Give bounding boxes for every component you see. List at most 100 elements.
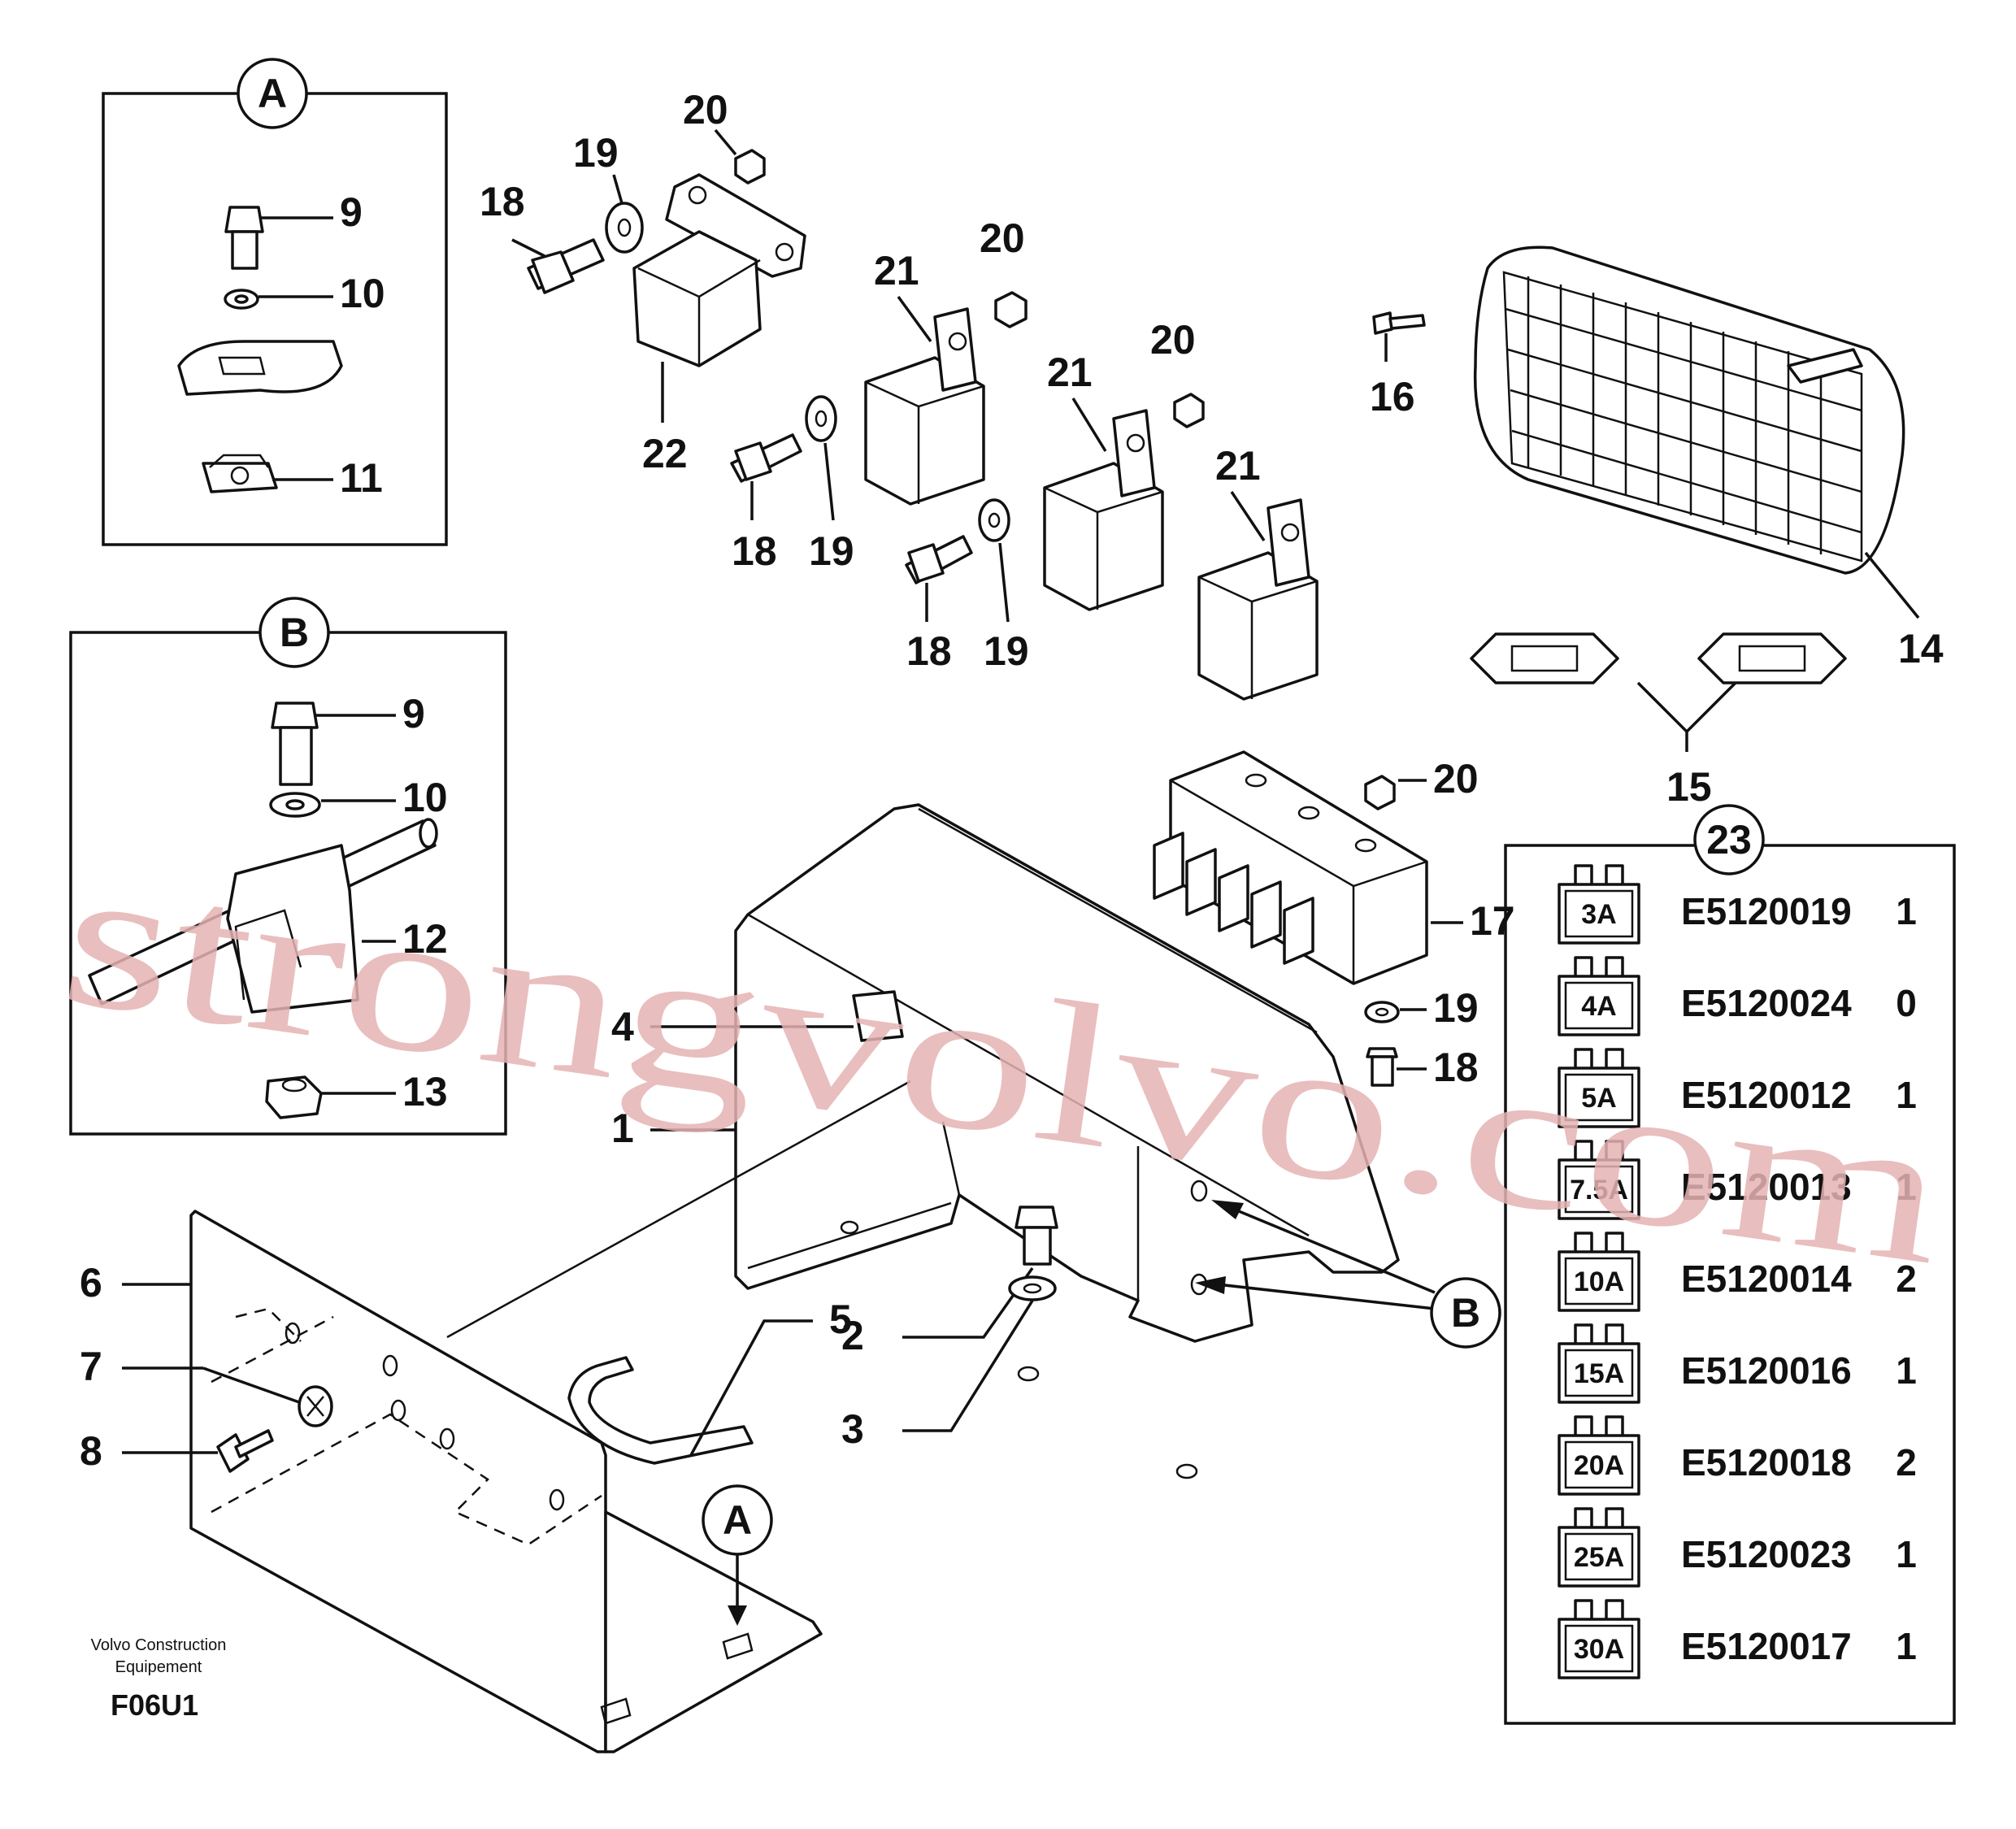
part-code: E5120012: [1681, 1074, 1852, 1116]
part-code: E5120019: [1681, 890, 1852, 932]
detail-box-b: B 9 10 12 13: [69, 597, 507, 1136]
detail-box-a: A 9 10 11: [102, 58, 448, 546]
fuse-rating: 15A: [1574, 1358, 1624, 1389]
callout-15: 15: [1666, 764, 1712, 810]
fuse-rows: 3A E5120019 1 4A E5120024 0 5A E5120012 1 7.5A E51…: [1558, 864, 1917, 1679]
figure-code: F06U1: [111, 1688, 198, 1722]
callout-18a: 18: [480, 179, 525, 224]
fuse-row: 7.5A E5120013 1: [1558, 1140, 1917, 1220]
callout-23: 23: [1706, 817, 1752, 862]
callout-18b: 18: [732, 528, 777, 574]
quantity: 1: [1896, 890, 1917, 932]
fuse-rating: 20A: [1574, 1450, 1624, 1481]
callout-19c: 19: [984, 628, 1029, 674]
fuse-rating: 4A: [1581, 991, 1616, 1022]
fuse-rating: 5A: [1581, 1083, 1616, 1114]
quantity: 2: [1896, 1258, 1917, 1300]
fuse-row: 5A E5120012 1: [1558, 1048, 1917, 1128]
callout-1: 1: [611, 1106, 634, 1151]
fuse-row: 3A E5120019 1: [1558, 864, 1917, 945]
callout-14: 14: [1898, 626, 1944, 671]
part-code: E5120016: [1681, 1349, 1852, 1392]
fuse-icon: [1558, 1323, 1640, 1404]
fuse-rating: 30A: [1574, 1634, 1624, 1665]
callout-5: 5: [829, 1297, 852, 1342]
quantity: 0: [1896, 982, 1917, 1024]
maker-line-2: Equipement: [115, 1658, 202, 1676]
callout-7: 7: [80, 1344, 102, 1389]
fuse-row: 4A E5120024 0: [1558, 956, 1917, 1036]
fuse-icon: [1558, 1232, 1640, 1312]
callout-20b: 20: [980, 215, 1025, 261]
fuse-rating: 3A: [1581, 899, 1616, 930]
fuse-rating: 7.5A: [1570, 1175, 1628, 1206]
callout-16: 16: [1370, 374, 1415, 419]
callout-4: 4: [611, 1004, 634, 1049]
callout-18d: 18: [1433, 1045, 1479, 1090]
callout-20c: 20: [1150, 317, 1196, 363]
footer: Volvo Construction Equipement F06U1: [91, 1636, 227, 1722]
fuse-icon: [1558, 1415, 1640, 1496]
fuse-icon: [1558, 1048, 1640, 1128]
fuse-row: 30A E5120017 1: [1558, 1599, 1917, 1679]
callout-12: 12: [402, 916, 448, 962]
bolt-9a: [224, 206, 264, 270]
fuse-icon: [1558, 1599, 1640, 1679]
quantity: 2: [1896, 1441, 1917, 1484]
relay-group: 18 19 20 22 20 21 18: [480, 87, 1319, 701]
callout-6: 6: [80, 1260, 102, 1305]
callout-2: 2: [841, 1313, 864, 1358]
callout-19b: 19: [809, 528, 854, 574]
quantity: 1: [1896, 1625, 1917, 1667]
part-code: E5120023: [1681, 1533, 1852, 1575]
fuse-row: 10A E5120014 2: [1558, 1232, 1917, 1312]
callout-9b: 9: [402, 691, 425, 736]
callout-3: 3: [841, 1406, 864, 1452]
callout-9a: 9: [340, 189, 363, 235]
callout-10a: 10: [340, 271, 385, 316]
callout-21b: 21: [1047, 350, 1093, 395]
callout-20a: 20: [683, 87, 728, 133]
lamp-group: 14 16 15: [1370, 245, 1944, 810]
callout-21a: 21: [874, 248, 919, 293]
part-code: E5120013: [1681, 1166, 1852, 1208]
ref-b-circle: B: [1451, 1290, 1480, 1336]
fuse-row: 15A E5120016 1: [1558, 1323, 1917, 1404]
callout-11: 11: [340, 455, 383, 501]
main-box-group: 4 1 2 3 B: [611, 803, 1501, 1479]
quantity: 1: [1896, 1533, 1917, 1575]
quantity: 1: [1896, 1074, 1917, 1116]
callout-13: 13: [402, 1069, 448, 1114]
ref-a-circle: A: [723, 1497, 752, 1543]
part-code: E5120017: [1681, 1625, 1852, 1667]
callout-22: 22: [642, 431, 688, 476]
part-code: E5120014: [1681, 1258, 1852, 1300]
clip-nut-11: [202, 454, 278, 493]
callout-10b: 10: [402, 775, 448, 820]
fuse-row: 25A E5120023 1: [1558, 1507, 1917, 1588]
fuse-rating: 25A: [1574, 1542, 1624, 1573]
detail-b-title: B: [280, 610, 309, 655]
fuse-icon: [1558, 864, 1640, 945]
maker-line-1: Volvo Construction: [91, 1636, 227, 1654]
detail-a-title: A: [258, 71, 287, 116]
fuse-holder-group: 17 20 19 18: [1153, 750, 1515, 1090]
callout-18c: 18: [906, 628, 952, 674]
callout-21c: 21: [1215, 443, 1261, 489]
callout-20d: 20: [1433, 756, 1479, 802]
callout-19a: 19: [573, 130, 619, 176]
quantity: 1: [1896, 1166, 1917, 1208]
fuse-icon: [1558, 1140, 1640, 1220]
fuse-rating: 10A: [1574, 1266, 1624, 1297]
fuse-icon: [1558, 956, 1640, 1036]
bracket-plate-group: 6 7 8 5 A: [80, 1080, 911, 1753]
callout-8: 8: [80, 1428, 102, 1474]
part-code: E5120024: [1681, 982, 1852, 1024]
quantity: 1: [1896, 1349, 1917, 1392]
fuse-icon: [1558, 1507, 1640, 1588]
callout-17: 17: [1470, 898, 1515, 944]
